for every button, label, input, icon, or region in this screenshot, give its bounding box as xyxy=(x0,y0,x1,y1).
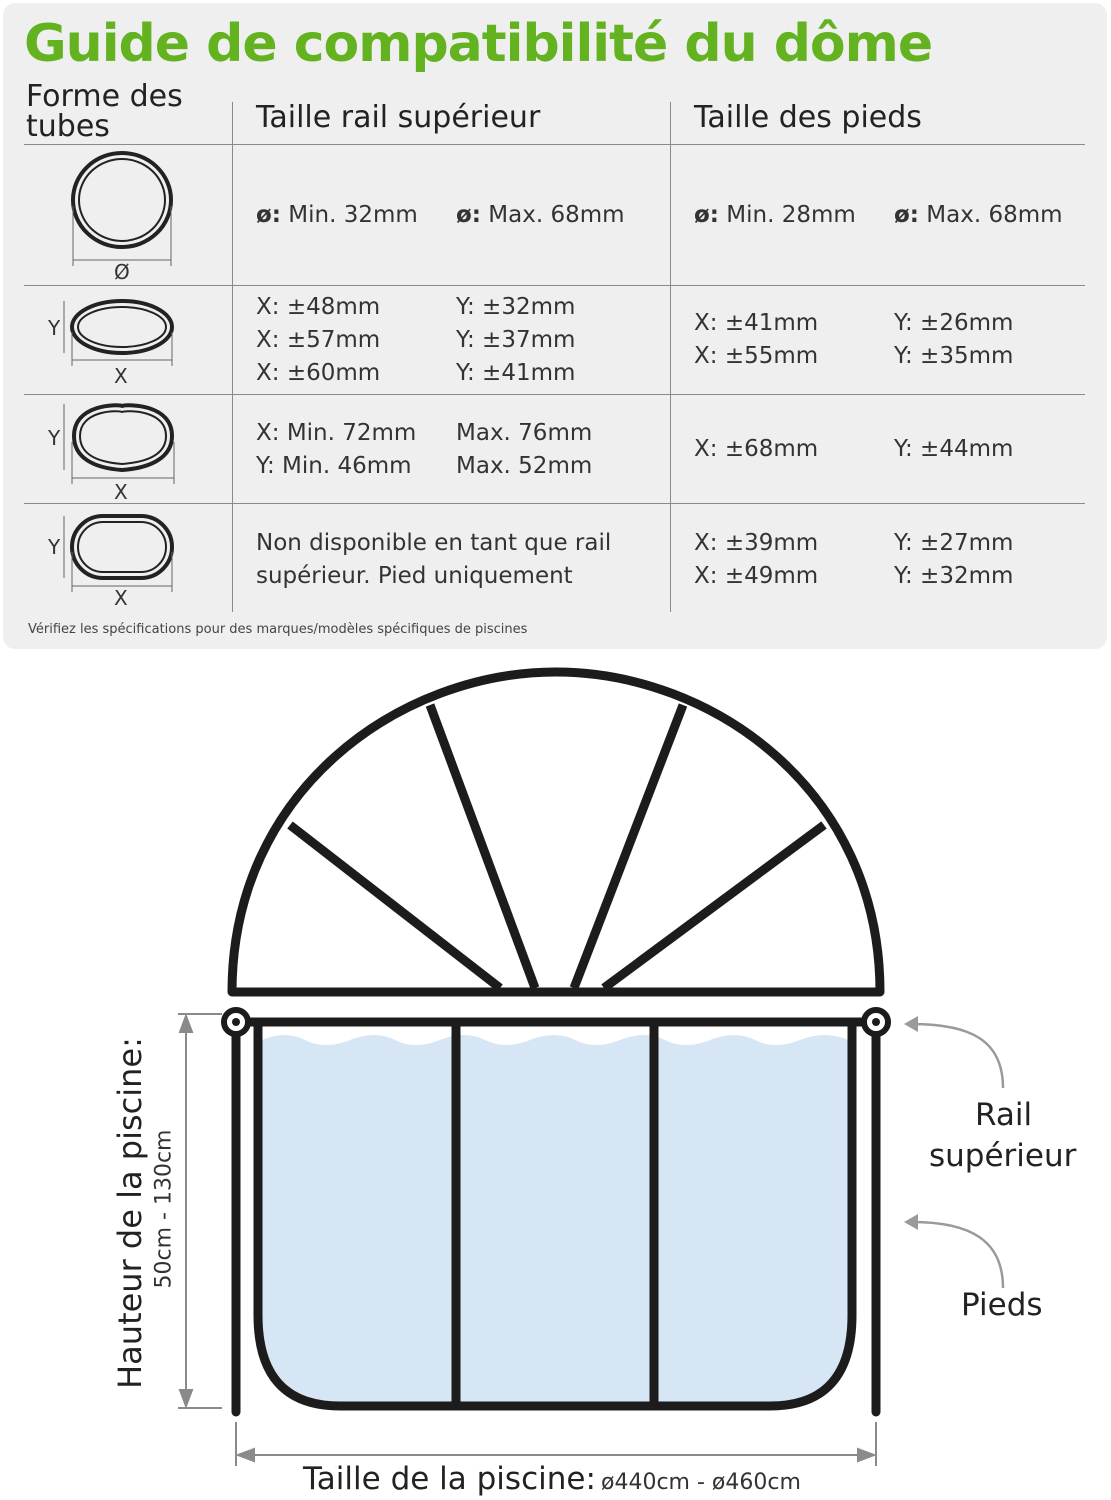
round-tube-icon xyxy=(71,151,173,266)
feet-y-value: Y: ±35mm xyxy=(894,343,1014,369)
rail-y-max-value: Max. 52mm xyxy=(456,453,593,479)
footnote: Vérifiez les spécifications pour des mar… xyxy=(28,622,528,637)
oval-tube-icon xyxy=(63,299,174,366)
rail-y-min-value: Y: Min. 46mm xyxy=(256,453,412,479)
rail-y-value: Y: ±32mm xyxy=(456,294,576,320)
rail-min-value: ø: Min. 32mm xyxy=(256,202,418,228)
feet-x-value: X: ±39mm xyxy=(694,530,819,556)
rail-y-value: Y: ±41mm xyxy=(456,360,576,386)
y-axis-label: Y xyxy=(48,426,61,450)
row-divider xyxy=(24,503,1085,504)
rail-label: Rail xyxy=(975,1097,1033,1133)
x-axis-label: X xyxy=(114,480,128,504)
row-divider xyxy=(24,285,1085,286)
pool-dome-diagram xyxy=(178,667,1005,1466)
feet-y-value: Y: ±32mm xyxy=(894,563,1014,589)
row-divider xyxy=(24,394,1085,395)
rail-joint-right-dot xyxy=(872,1018,880,1026)
pool-size-label: Taille de la piscine: ø440cm - ø460cm xyxy=(303,1461,801,1497)
pool-frame xyxy=(231,1017,881,1417)
feet-y-value: Y: ±27mm xyxy=(894,530,1014,556)
feet-max-value: ø: Max. 68mm xyxy=(894,202,1063,228)
feet-x-value: X: ±68mm xyxy=(694,436,819,462)
feet-min-value: ø: Min. 28mm xyxy=(694,202,856,228)
diameter-label: Ø xyxy=(114,260,130,284)
column-divider xyxy=(232,102,233,612)
rail-x-value: X: ±48mm xyxy=(256,294,381,320)
page-title: Guide de compatibilité du dôme xyxy=(24,14,933,74)
rail-max-value: ø: Max. 68mm xyxy=(456,202,625,228)
header-shape: Forme des tubes xyxy=(26,79,183,144)
compatibility-panel xyxy=(3,3,1107,649)
header-feet: Taille des pieds xyxy=(694,100,922,135)
feet-x-value: X: ±49mm xyxy=(694,563,819,589)
stadium-tube-icon xyxy=(63,514,174,592)
arrowhead-rail xyxy=(904,1016,918,1032)
feet-y-value: Y: ±44mm xyxy=(894,436,1014,462)
y-axis-label: Y xyxy=(48,535,61,559)
rail-x-max-value: Max. 76mm xyxy=(456,420,593,446)
feet-y-value: Y: ±26mm xyxy=(894,310,1014,336)
rail-x-min-value: X: Min. 72mm xyxy=(256,420,417,446)
x-axis-label: X xyxy=(114,586,128,610)
callout-arrow xyxy=(911,1022,1005,1289)
column-divider xyxy=(670,102,671,612)
rail-label: supérieur xyxy=(929,1138,1077,1174)
header-rail: Taille rail supérieur xyxy=(256,100,541,135)
feet-x-value: X: ±41mm xyxy=(694,310,819,336)
x-axis-label: X xyxy=(114,364,128,388)
rail-unavailable-text: supérieur. Pied uniquement xyxy=(256,563,573,589)
rail-x-value: X: ±60mm xyxy=(256,360,381,386)
rail-y-value: Y: ±37mm xyxy=(456,327,576,353)
rail-x-value: X: ±57mm xyxy=(256,327,381,353)
rail-joint-left-dot xyxy=(232,1018,240,1026)
table-header-divider xyxy=(24,144,1085,145)
feet-label: Pieds xyxy=(961,1287,1043,1323)
dome-illustration xyxy=(227,667,885,997)
width-dimension xyxy=(235,1422,877,1466)
feet-x-value: X: ±55mm xyxy=(694,343,819,369)
pool-water xyxy=(262,1035,848,1402)
y-axis-label: Y xyxy=(48,316,61,340)
d-shape-tube-icon xyxy=(63,403,175,484)
arrowhead-feet xyxy=(904,1214,918,1230)
height-dimension xyxy=(178,1013,222,1409)
rail-unavailable-text: Non disponible en tant que rail xyxy=(256,530,612,556)
